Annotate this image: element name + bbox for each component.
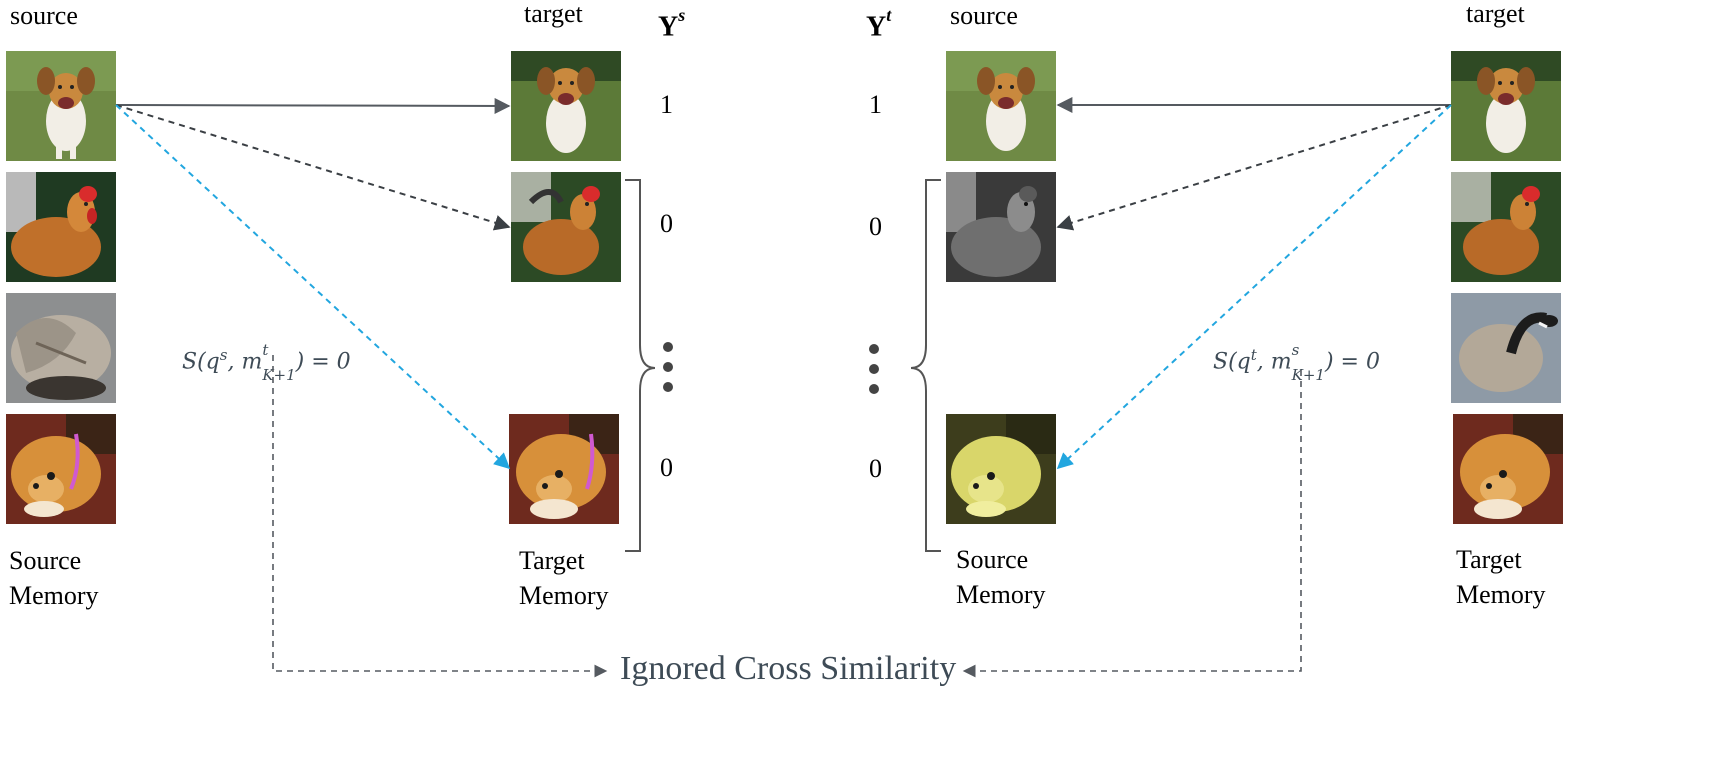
right-y-value: 0: [869, 212, 882, 241]
positive-arrow: [115, 97, 511, 114]
ignored-cross-similarity-caption: Ignored Cross Similarity: [620, 650, 957, 687]
goose-image: [1451, 293, 1561, 403]
rooster-image: [511, 172, 621, 282]
right-target-header: target: [1466, 0, 1525, 28]
rooster-image: [6, 172, 116, 282]
negative-arrow: [1056, 104, 1452, 231]
right-source-header: source: [950, 1, 1018, 30]
right-ignored-connector: [962, 370, 1302, 678]
ellipsis-dot: [663, 362, 673, 372]
ignored-arrow: [115, 104, 511, 470]
left-y-value: 1: [660, 90, 673, 119]
right-y-header: Yt: [866, 5, 892, 43]
ellipsis-dot: [663, 342, 673, 352]
yorkie-image: [1453, 414, 1563, 524]
ellipsis-dot: [663, 382, 673, 392]
left-target-header: target: [524, 0, 583, 28]
left-y-header: Ys: [658, 5, 686, 43]
ellipsis-dot: [869, 364, 879, 374]
ignored-arrow: [1056, 104, 1452, 470]
rooster-image: [1451, 172, 1561, 282]
yorkie-image: [6, 414, 116, 524]
negative-arrow: [115, 104, 511, 231]
left-ignored-connector: [272, 355, 608, 678]
left-source-header: source: [10, 1, 78, 30]
right-bracket: [910, 179, 941, 552]
ellipsis-dot: [869, 344, 879, 354]
yorkie-image: [509, 414, 619, 524]
left-y-value: 0: [660, 209, 673, 238]
dog-image: [511, 51, 621, 161]
left-y-value: 0: [660, 453, 673, 482]
right-y-value: 0: [869, 454, 882, 483]
right-y-value: 1: [869, 90, 882, 119]
left-bracket: [625, 179, 656, 552]
dog-image: [1451, 51, 1561, 161]
dog-image: [946, 51, 1056, 161]
ellipsis-dot: [869, 384, 879, 394]
dog-image: [6, 51, 116, 161]
goose-image: [6, 293, 116, 403]
rooster-gray-image: [946, 172, 1056, 282]
yorkie-yellow-image: [946, 414, 1056, 524]
